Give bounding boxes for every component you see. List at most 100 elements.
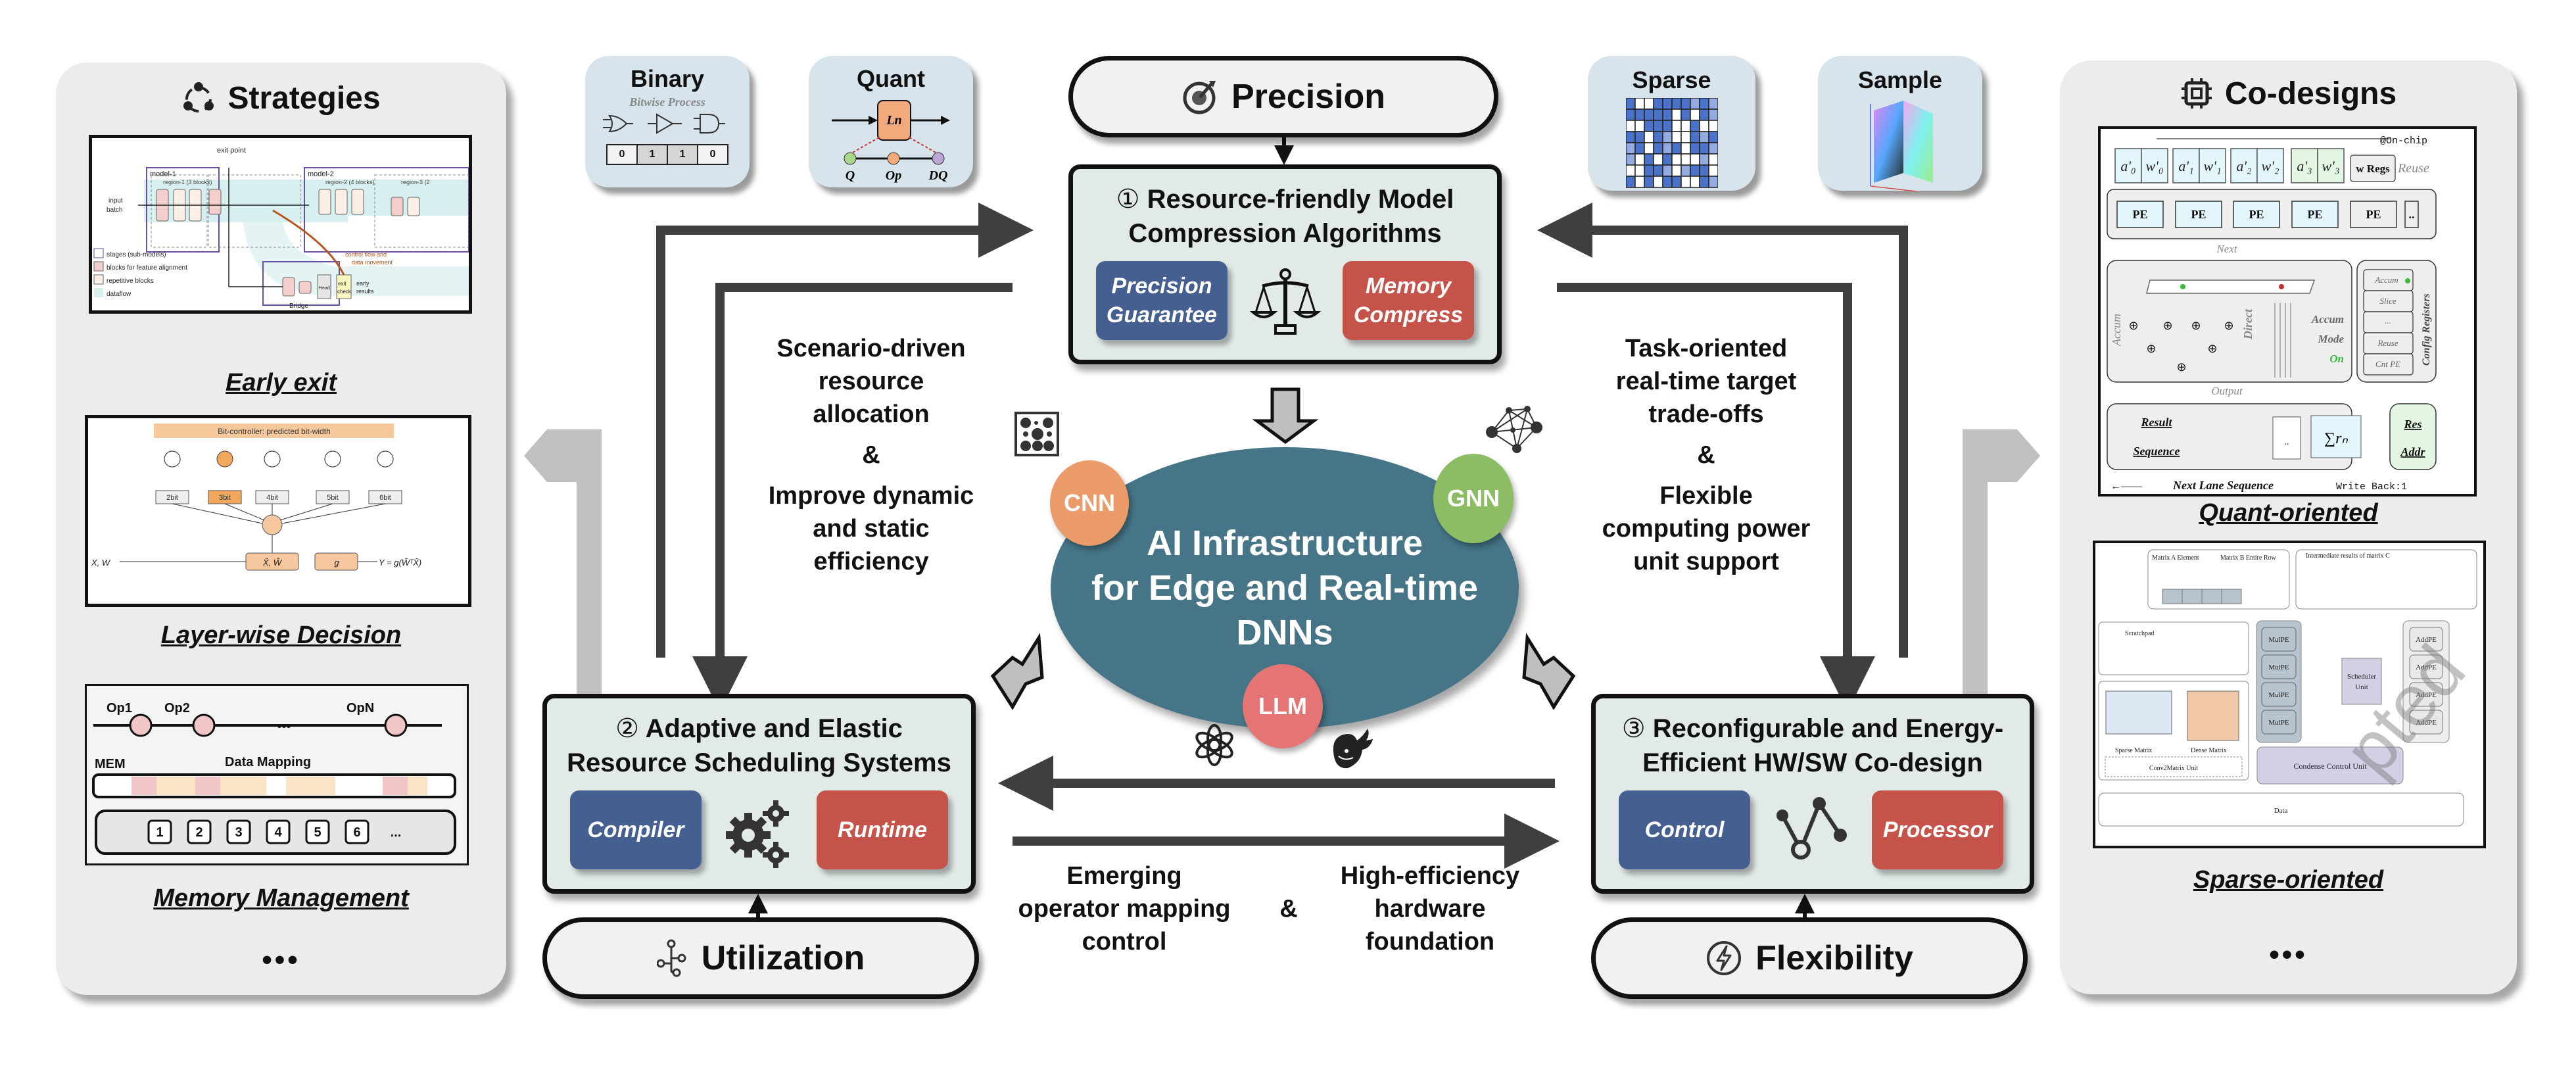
svg-text:AddPE: AddPE bbox=[2416, 636, 2437, 644]
left-annotation-line: efficiency bbox=[813, 548, 929, 575]
svg-text:..: .. bbox=[2409, 208, 2415, 221]
right-annotation-line: trade-offs bbox=[1648, 400, 1764, 428]
strategies-title: Strategies bbox=[56, 72, 506, 124]
bottom-annotation-amp: & bbox=[1279, 895, 1298, 923]
center-title-line: AI Infrastructure bbox=[1146, 523, 1423, 563]
sparse-cell bbox=[1643, 120, 1654, 132]
svg-text:Op1: Op1 bbox=[107, 701, 132, 715]
sparse-cell bbox=[1661, 109, 1673, 121]
sparse-cell bbox=[1698, 153, 1709, 166]
pillar-1-title-line2: Compression Algorithms bbox=[1128, 219, 1442, 248]
sparse-cell bbox=[1707, 142, 1719, 155]
left-annotation-line: resource bbox=[818, 368, 924, 395]
svg-text:Unit: Unit bbox=[2355, 683, 2368, 691]
llm-bubble: LLM bbox=[1243, 664, 1323, 748]
utilization-label: Utilization bbox=[701, 939, 865, 977]
sparse-cell bbox=[1707, 153, 1719, 166]
svg-text:Data Mapping: Data Mapping bbox=[225, 755, 311, 769]
sparse-cell bbox=[1671, 164, 1682, 177]
sparse-cell bbox=[1643, 131, 1654, 143]
svg-text:exit point: exit point bbox=[217, 147, 246, 155]
svg-text:5: 5 bbox=[314, 825, 321, 840]
sparse-cell bbox=[1625, 176, 1636, 188]
svg-text:AddPE: AddPE bbox=[2416, 691, 2437, 699]
sparse-cell bbox=[1680, 120, 1691, 132]
block-arrow-down bbox=[1252, 387, 1319, 445]
gnn-bubble: GNN bbox=[1433, 454, 1514, 543]
bottom-left-line: control bbox=[1082, 928, 1167, 956]
svg-text:a'₁: a'₁ bbox=[2178, 158, 2193, 174]
sparse-cell bbox=[1625, 97, 1636, 110]
bottom-right-line: foundation bbox=[1365, 928, 1495, 956]
sparse-cell bbox=[1680, 109, 1691, 121]
svg-text:Accum: Accum bbox=[2311, 313, 2344, 326]
sparse-cell bbox=[1625, 142, 1636, 155]
bit-cell: 1 bbox=[668, 144, 698, 165]
right-annotation-line: real-time target bbox=[1615, 368, 1797, 395]
logic-gates-icon bbox=[603, 113, 725, 134]
bit-array: 0 1 1 0 bbox=[585, 144, 750, 165]
runtime-chip: Runtime bbox=[817, 790, 948, 869]
svg-text:w'₂: w'₂ bbox=[2261, 158, 2279, 174]
svg-text:6: 6 bbox=[353, 825, 360, 840]
svg-text:5bit: 5bit bbox=[327, 494, 339, 502]
sparse-cell bbox=[1689, 142, 1700, 155]
svg-text:Bridge: Bridge bbox=[289, 303, 308, 310]
left-annotation: Scenario-driven resource allocation & Im… bbox=[723, 332, 1019, 578]
sparse-cell bbox=[1643, 164, 1654, 177]
svg-text:region-2 (4 blocks): region-2 (4 blocks) bbox=[325, 179, 375, 185]
memory-management-caption: Memory Management bbox=[153, 884, 409, 912]
svg-text:4: 4 bbox=[274, 825, 282, 840]
early-exit-figure: exit point model-1 model-2 region-1 (3 b… bbox=[89, 135, 472, 314]
svg-text:Scratchpad: Scratchpad bbox=[2125, 630, 2154, 637]
sparse-cell bbox=[1634, 176, 1645, 188]
svg-text:a'₀: a'₀ bbox=[2120, 158, 2135, 174]
svg-text:results: results bbox=[356, 288, 374, 295]
target-icon bbox=[1183, 81, 1216, 114]
pillar-2-box: ② Adaptive and Elastic Resource Scheduli… bbox=[542, 694, 976, 894]
svg-text:exit: exit bbox=[338, 281, 346, 287]
svg-text:control flow and: control flow and bbox=[345, 251, 387, 258]
left-annotation-amp: & bbox=[862, 441, 880, 469]
sparse-cell bbox=[1689, 164, 1700, 177]
precision-goal: Precision bbox=[1068, 56, 1498, 137]
cnn-bubble: CNN bbox=[1050, 460, 1129, 546]
svg-text:early: early bbox=[356, 280, 370, 287]
sparse-cell bbox=[1680, 153, 1691, 166]
sparse-cell bbox=[1707, 120, 1719, 132]
svg-text:@On-chip: @On-chip bbox=[2380, 135, 2427, 147]
pillar-2-title: ② Adaptive and Elastic Resource Scheduli… bbox=[547, 712, 971, 780]
svg-text:Scheduler: Scheduler bbox=[2347, 673, 2376, 681]
co-designs-title: Co-designs bbox=[2060, 67, 2517, 120]
bottom-left-line: Emerging bbox=[1066, 862, 1182, 890]
deepseek-whale-icon bbox=[1333, 729, 1373, 769]
sparse-cell bbox=[1661, 131, 1673, 143]
right-annotation-line: unit support bbox=[1633, 548, 1779, 575]
sparse-cell bbox=[1634, 164, 1645, 177]
sparse-cell bbox=[1634, 153, 1645, 166]
sparse-cell bbox=[1707, 97, 1719, 110]
sparse-cell bbox=[1689, 176, 1700, 188]
gray-arrow-right bbox=[1963, 429, 2040, 731]
co-designs-title-text: Co-designs bbox=[2224, 76, 2397, 111]
pillar-3-number: ③ bbox=[1621, 714, 1646, 743]
sparse-cell bbox=[1661, 164, 1673, 177]
svg-text:input: input bbox=[108, 197, 123, 205]
svg-text:Output: Output bbox=[2211, 385, 2243, 397]
svg-text:2bit: 2bit bbox=[166, 494, 178, 502]
quant-tile: Quant Ln Q Op DQ bbox=[809, 56, 973, 187]
sparse-cell bbox=[1698, 176, 1709, 188]
gray-arrow-left bbox=[524, 429, 602, 731]
center-title-line: DNNs bbox=[1236, 613, 1333, 652]
svg-text:Y = g(ŴᵀX̂): Y = g(ŴᵀX̂) bbox=[379, 558, 421, 568]
sparse-cell bbox=[1680, 97, 1691, 110]
processor-chip: Processor bbox=[1872, 790, 2003, 869]
right-annotation-line: Flexible bbox=[1659, 482, 1753, 510]
pillar-1-title: ① Resource-friendly Model Compression Al… bbox=[1073, 182, 1497, 251]
ln-node-label: Ln bbox=[886, 113, 901, 128]
svg-text:MulPE: MulPE bbox=[2268, 636, 2289, 644]
svg-text:...: ... bbox=[2385, 316, 2391, 326]
sparse-cell bbox=[1643, 153, 1654, 166]
